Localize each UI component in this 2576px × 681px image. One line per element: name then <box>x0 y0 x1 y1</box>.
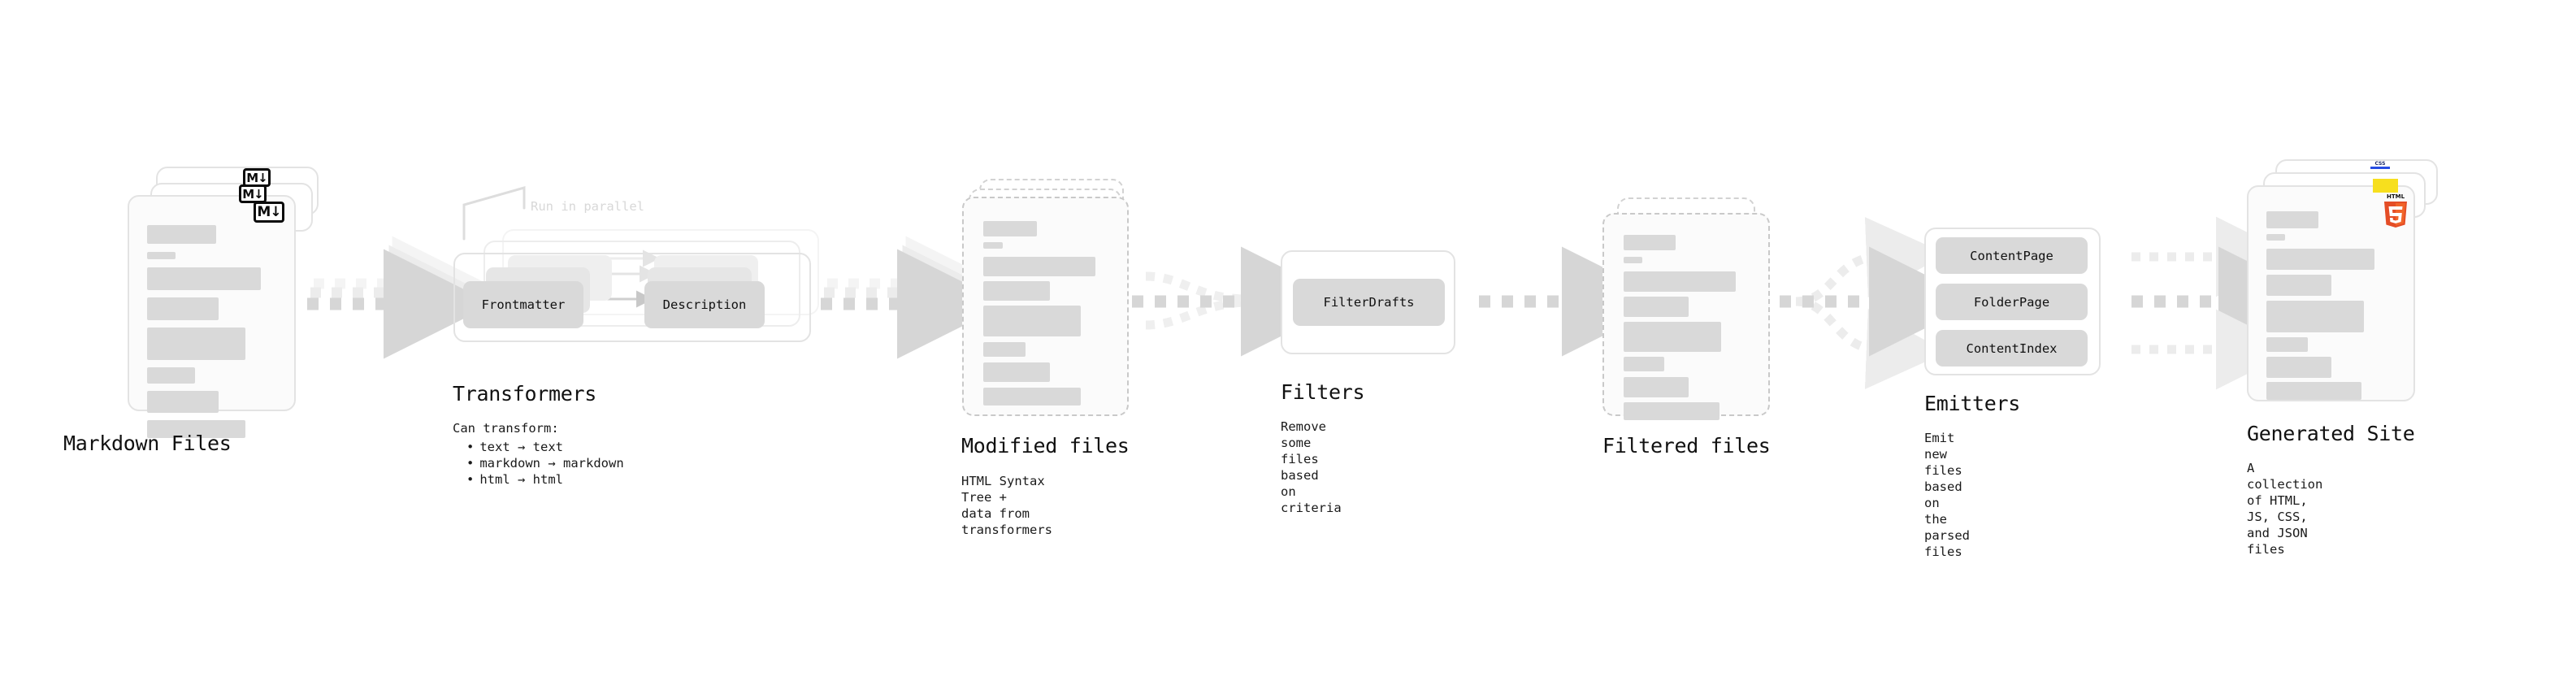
transformers-bullet-2: html → html <box>466 471 624 488</box>
emitters-chip-folderpage[interactable]: FolderPage <box>1936 284 2088 320</box>
markdown-icon: M↓ <box>254 202 284 223</box>
html5-icon: HTML <box>2379 192 2412 229</box>
markdown-files-title: Markdown Files <box>63 432 232 455</box>
transformers-description: Can transform: <box>453 421 559 436</box>
transformers-bullet-1: markdown → markdown <box>466 455 623 471</box>
emitters-description: Emit new files based on the parsed files <box>1924 431 1970 559</box>
emitters-chip-contentindex-label: ContentIndex <box>1966 340 2058 356</box>
transformer-chip-description[interactable]: Description <box>644 281 765 328</box>
markdown-icon-back-1: M↓ <box>239 184 267 203</box>
run-in-parallel-label: Run in parallel <box>531 199 644 214</box>
modified-files-description: HTML Syntax Tree + data from transformer… <box>961 474 1052 537</box>
arrow-emitters-to-site <box>2131 216 2328 390</box>
filters-description: Remove some files based on criteria <box>1281 419 1342 515</box>
emitters-title: Emitters <box>1924 392 2021 415</box>
markdown-icon-glyph: M↓ <box>257 204 281 220</box>
transformer-chip-frontmatter-label: Frontmatter <box>481 297 566 312</box>
site-card-front <box>2247 185 2415 401</box>
transformer-chip-frontmatter[interactable]: Frontmatter <box>463 281 583 328</box>
css-icon-label: CSS <box>2374 161 2386 167</box>
transformers-label: Transformers <box>453 382 597 406</box>
arrow-modified-to-filters <box>1132 246 1351 357</box>
svg-text:HTML: HTML <box>2387 193 2405 200</box>
transformer-pipeline-front <box>453 253 811 342</box>
transformer-chip-description-label: Description <box>662 297 747 312</box>
generated-site-title: Generated Site <box>2247 422 2415 445</box>
arrow-markdown-to-transformers <box>307 236 493 359</box>
markdown-icon-glyph-2: M↓ <box>242 186 263 202</box>
modified-files-title: Modified files <box>961 434 1130 458</box>
emitters-chip-contentpage-label: ContentPage <box>1970 248 2053 263</box>
generated-site-description: A collection of HTML, JS, CSS, and JSON … <box>2247 461 2323 557</box>
emitters-chip-contentindex[interactable]: ContentIndex <box>1936 330 2088 367</box>
filters-chip-filterdrafts-label: FilterDrafts <box>1323 295 1415 310</box>
emitters-chip-folderpage-label: FolderPage <box>1973 294 2050 310</box>
arrow-filtered-to-emitters <box>1780 217 1979 389</box>
transformers-bullet-list: text → text markdown → markdown html → h… <box>455 439 624 488</box>
markdown-icon-glyph-3: M↓ <box>246 170 267 185</box>
markdown-card-front <box>128 195 296 438</box>
modified-card-front <box>962 197 1129 416</box>
filtered-files-title: Filtered files <box>1602 434 1771 458</box>
filters-chip-filterdrafts[interactable]: FilterDrafts <box>1293 279 1445 326</box>
css-icon: CSS <box>2370 161 2390 172</box>
filtered-card-front <box>1602 213 1770 420</box>
arrow-transformers-to-modified <box>821 236 1007 359</box>
filters-title: Filters <box>1281 380 1365 404</box>
transformers-bullet-0: text → text <box>466 439 624 455</box>
js-icon <box>2373 179 2398 193</box>
emitters-chip-contentpage[interactable]: ContentPage <box>1936 237 2088 274</box>
css-icon-bar <box>2370 167 2390 169</box>
